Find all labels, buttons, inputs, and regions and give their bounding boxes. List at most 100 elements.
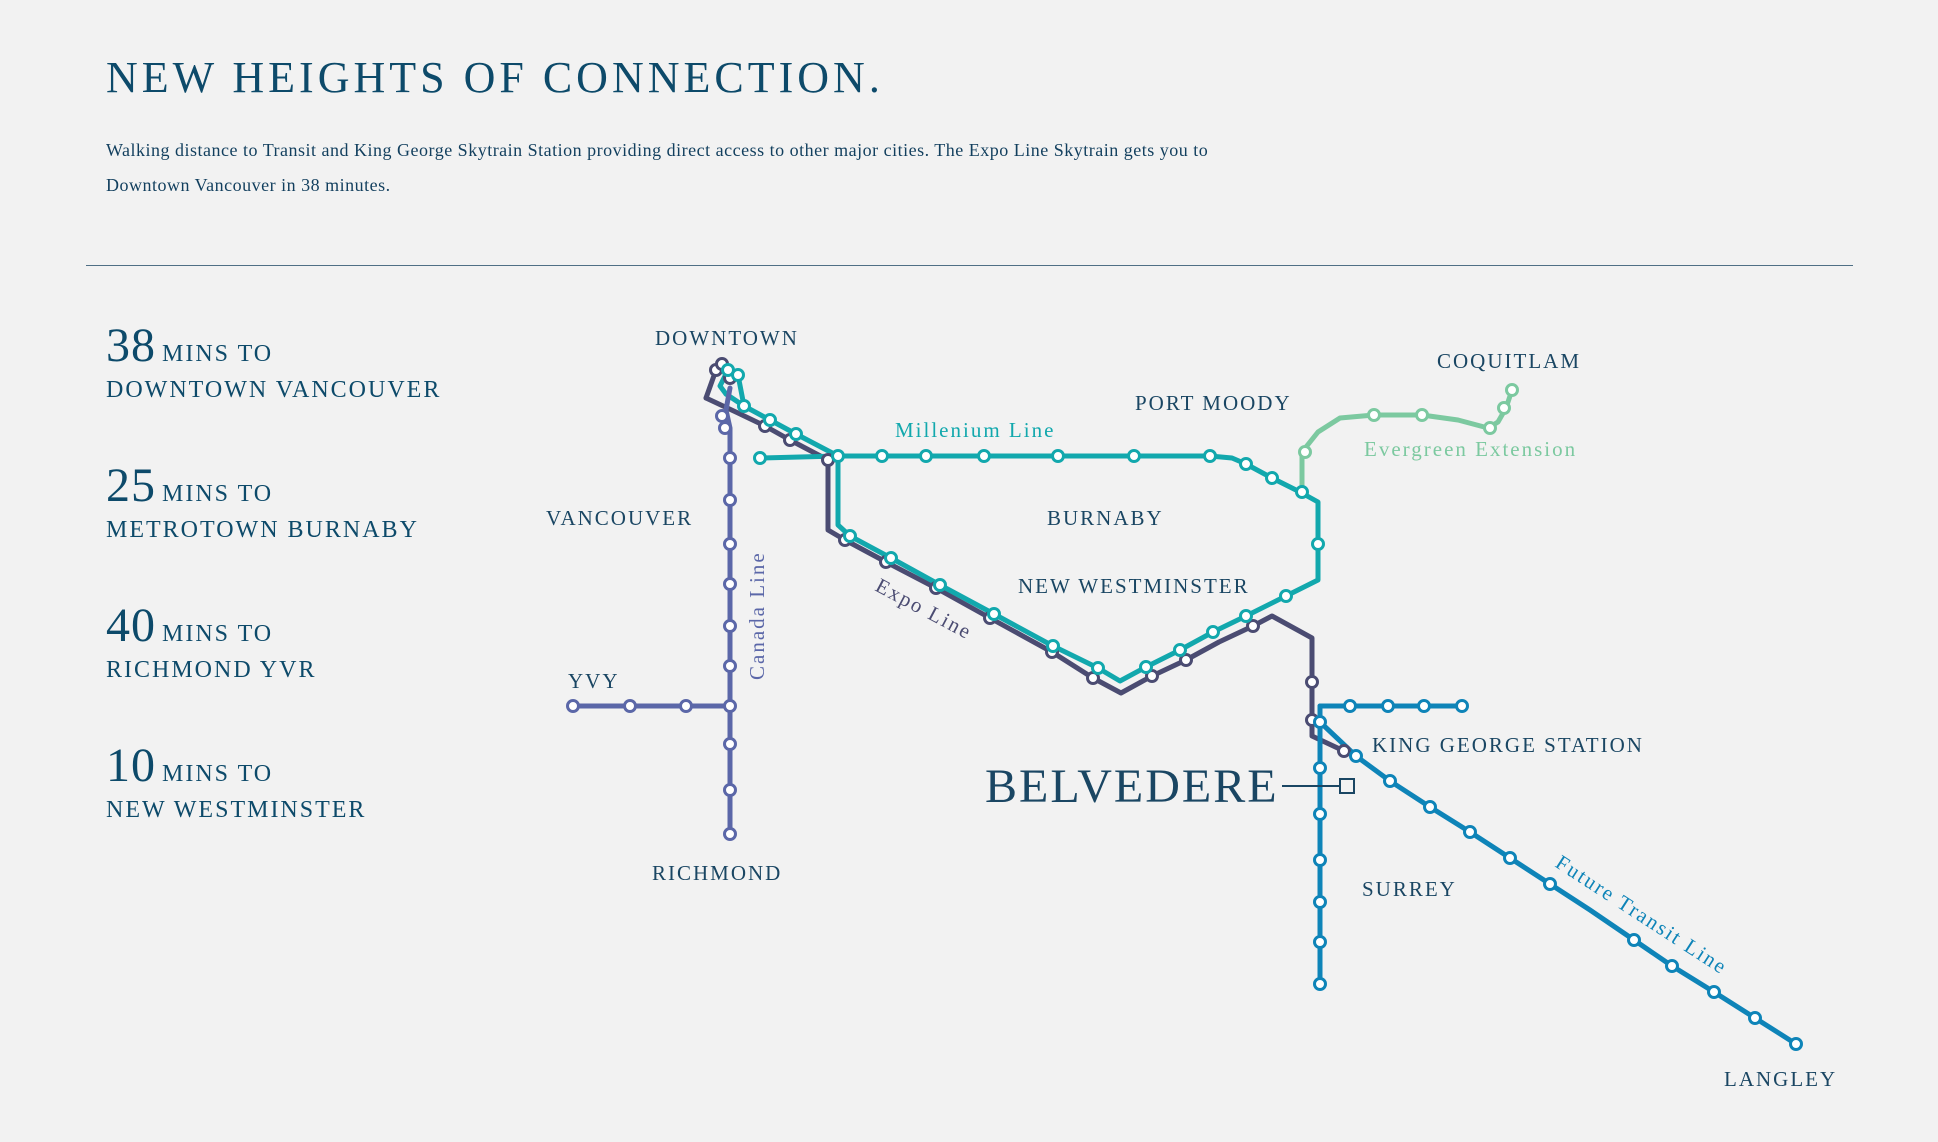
- future-station: [1313, 853, 1327, 867]
- future-station: [1789, 1037, 1803, 1051]
- label-langley: LANGLEY: [1724, 1067, 1837, 1091]
- millenium-station: [933, 578, 947, 592]
- canada-station: [723, 699, 737, 713]
- millenium-station: [753, 451, 767, 465]
- canada-station: [723, 783, 737, 797]
- millenium-station: [763, 413, 777, 427]
- canada-station: [723, 737, 737, 751]
- millenium-station: [843, 529, 857, 543]
- label-richmond: RICHMOND: [652, 861, 782, 885]
- millenium-station: [919, 449, 933, 463]
- millenium-station: [1203, 449, 1217, 463]
- millenium-station: [1239, 609, 1253, 623]
- millenium-station: [884, 551, 898, 565]
- millenium-station: [977, 449, 991, 463]
- millenium-station: [875, 449, 889, 463]
- page-title: NEW HEIGHTS OF CONNECTION.: [106, 53, 884, 102]
- label-vancouver: VANCOUVER: [546, 506, 693, 530]
- future-station: [1455, 699, 1469, 713]
- label-canada-line: Canada Line: [745, 551, 769, 680]
- stat-destination: RICHMOND YVR: [106, 657, 317, 683]
- label-yvy: YVY: [568, 669, 620, 693]
- stat-minutes: 25: [106, 459, 156, 512]
- evergreen-station: [1298, 445, 1312, 459]
- millenium-station: [1279, 589, 1293, 603]
- evergreen-station: [1505, 383, 1519, 397]
- future-station: [1748, 1011, 1762, 1025]
- canada-station: [723, 827, 737, 841]
- expo-station: [1246, 619, 1260, 633]
- future-station: [1383, 774, 1397, 788]
- future-station: [1417, 699, 1431, 713]
- transit-lines: [570, 361, 1799, 1047]
- future-station: [1313, 761, 1327, 775]
- stat-unit: MINS TO: [162, 341, 274, 367]
- label-evergreen-extension: Evergreen Extension: [1364, 437, 1577, 461]
- stat-destination: METROTOWN BURNABY: [106, 517, 419, 543]
- millenium-station: [1127, 449, 1141, 463]
- canada-station: [723, 537, 737, 551]
- stat-unit: MINS TO: [162, 761, 274, 787]
- canada-station: [623, 699, 637, 713]
- evergreen-station: [1483, 421, 1497, 435]
- canada-station: [723, 619, 737, 633]
- millenium-station: [1239, 457, 1253, 471]
- stat-minutes: 40: [106, 599, 156, 652]
- future-station: [1313, 935, 1327, 949]
- label-new-westminster: NEW WESTMINSTER: [1018, 574, 1250, 598]
- future-station: [1313, 807, 1327, 821]
- millenium-station: [789, 427, 803, 441]
- expo-station: [1337, 744, 1351, 758]
- label-burnaby: BURNABY: [1047, 506, 1164, 530]
- intro-text: Walking distance to Transit and King Geo…: [106, 140, 1209, 195]
- future-station: [1313, 715, 1327, 729]
- label-future-transit-line: Future Transit Line: [1551, 850, 1732, 979]
- future-station: [1343, 699, 1357, 713]
- evergreen-station: [1415, 408, 1429, 422]
- millenium-station: [731, 368, 745, 382]
- millenium-station: [987, 607, 1001, 621]
- millenium-station: [1173, 643, 1187, 657]
- stat-minutes: 38: [106, 319, 156, 372]
- future-station: [1543, 877, 1557, 891]
- canada-station: [723, 451, 737, 465]
- millenium-station: [1206, 625, 1220, 639]
- stat-minutes: 10: [106, 739, 156, 792]
- canada-station: [723, 577, 737, 591]
- millenium-station: [1046, 639, 1060, 653]
- millenium-station: [1265, 471, 1279, 485]
- label-surrey: SURREY: [1362, 877, 1457, 901]
- future-station: [1707, 985, 1721, 999]
- millenium-station: [1051, 449, 1065, 463]
- millenium-station: [1311, 537, 1325, 551]
- future-station: [1463, 825, 1477, 839]
- stat-unit: MINS TO: [162, 621, 274, 647]
- canada-station: [566, 699, 580, 713]
- future-station: [1627, 933, 1641, 947]
- canada-station: [723, 659, 737, 673]
- belvedere-marker: [1339, 778, 1355, 794]
- stations: [566, 357, 1803, 1051]
- future-station: [1381, 699, 1395, 713]
- millenium-station: [737, 399, 751, 413]
- expo-station: [1305, 675, 1319, 689]
- future-station: [1423, 800, 1437, 814]
- future-station: [1665, 959, 1679, 973]
- millenium-line-segment: [723, 391, 1321, 684]
- label-coquitlam: COQUITLAM: [1437, 349, 1581, 373]
- future-station: [1313, 895, 1327, 909]
- evergreen-station: [1367, 408, 1381, 422]
- canada-station: [715, 409, 729, 423]
- stat-destination: DOWNTOWN VANCOUVER: [106, 377, 442, 403]
- divider: [86, 265, 1853, 266]
- future-station: [1349, 749, 1363, 763]
- canada-station: [679, 699, 693, 713]
- millenium-station: [1295, 485, 1309, 499]
- label-belvedere: BELVEDERE: [985, 760, 1279, 813]
- label-millenium-line: Millenium Line: [895, 418, 1055, 442]
- stat-unit: MINS TO: [162, 481, 274, 507]
